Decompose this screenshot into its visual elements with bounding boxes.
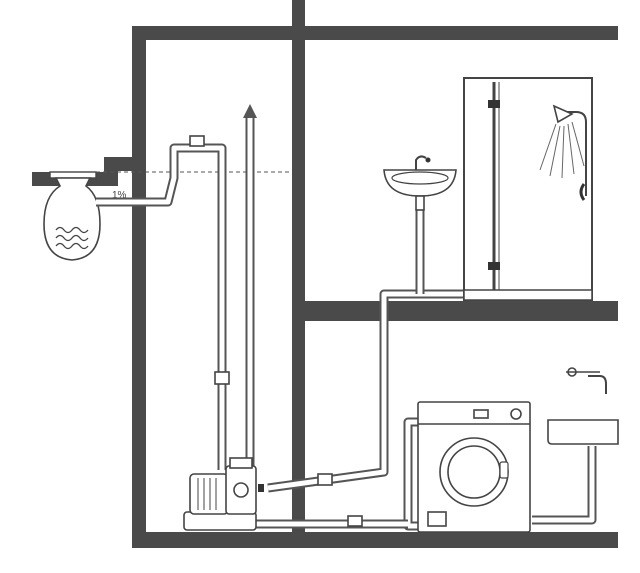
left-exterior-wall	[132, 26, 146, 548]
floor-pipe-joint	[347, 515, 363, 527]
faucet-handle-icon	[425, 157, 431, 163]
program-dial-icon	[510, 408, 522, 420]
discharge-pipe	[96, 135, 230, 470]
pipe-joint	[317, 473, 333, 486]
slope-label: 1%	[112, 190, 127, 201]
wastewater-waves-icon	[55, 226, 89, 250]
shower-cabin	[463, 77, 593, 301]
door-hinge-top	[488, 100, 500, 108]
shower-tray	[463, 289, 593, 301]
door-hinge-bottom	[488, 262, 500, 270]
shower-head-icon	[552, 104, 574, 124]
vent-pipe	[243, 104, 257, 470]
interior-partition-wall	[292, 0, 305, 548]
inlet-pipe-floor	[236, 417, 597, 531]
washing-machine	[417, 401, 531, 533]
intermediate-floor-slab	[305, 301, 618, 321]
shower-valve-icon	[579, 183, 586, 201]
shower-water-spray	[539, 121, 585, 179]
check-valve	[214, 371, 230, 385]
vent-arrow-icon	[243, 104, 257, 118]
utility-sink	[547, 367, 619, 445]
ground-floor-slab	[132, 532, 618, 548]
pipe-vent-cap	[189, 135, 205, 147]
washbasin	[383, 155, 457, 211]
lifting-station-pump	[183, 457, 264, 531]
roof-slab	[132, 26, 618, 40]
